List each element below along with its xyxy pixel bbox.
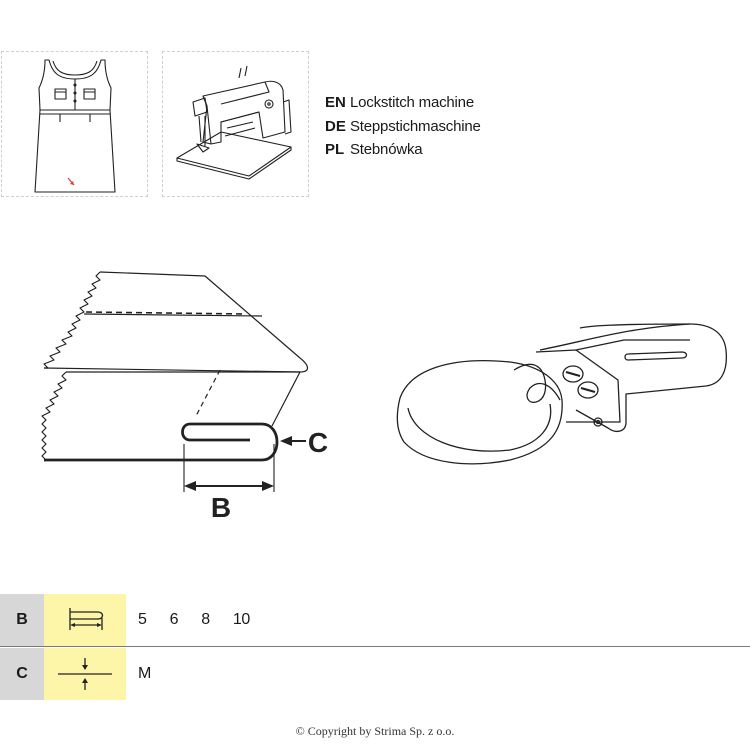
hem-fold-diagram: B C [41, 271, 328, 523]
spec-icon-c [44, 648, 126, 700]
language-code: PL [325, 141, 345, 158]
language-code: EN [325, 94, 346, 111]
machine-name: Steppstichmaschine [350, 117, 481, 135]
material-thickness-icon [58, 658, 112, 690]
folder-attachment-drawing [396, 323, 728, 465]
spec-value: 8 [201, 611, 210, 628]
language-code: DE [325, 117, 346, 135]
copyright-text: © Copyright by Strima Sp. z o.o. [295, 724, 455, 738]
spec-key-c: C [0, 648, 44, 700]
spec-icon-b [44, 594, 126, 646]
spec-value: 6 [169, 611, 179, 628]
machine-type-pl: PL Stebnówka [325, 139, 481, 163]
machine-name: Stebnówka [350, 141, 423, 158]
dress-icon [34, 59, 116, 193]
sewing-machine-icon [176, 65, 292, 180]
spec-key-b: B [0, 594, 44, 646]
spec-row-c: C M [0, 648, 750, 700]
spec-value: 5 [138, 611, 147, 628]
dress-thumbnail [1, 51, 148, 197]
row-divider [0, 646, 750, 647]
dimension-c-label: C [308, 427, 328, 458]
dimension-b-label: B [211, 492, 231, 523]
hem-width-icon [69, 608, 104, 630]
spec-value: M [138, 665, 152, 682]
spec-table: B 5 6 8 10 C [0, 594, 750, 700]
machine-thumbnail [162, 51, 309, 197]
spec-values-c: M [138, 648, 174, 700]
spec-row-b: B 5 6 8 10 [0, 594, 750, 647]
spec-values-b: 5 6 8 10 [138, 594, 273, 646]
spec-value: 10 [232, 611, 251, 628]
machine-name: Lockstitch machine [350, 94, 474, 111]
